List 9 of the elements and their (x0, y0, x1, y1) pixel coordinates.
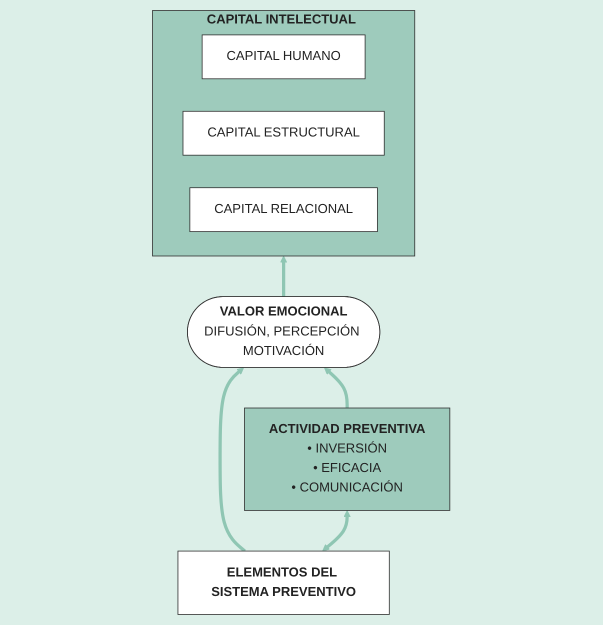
arrow (322, 510, 352, 552)
node-box: ELEMENTOS DEL SISTEMA PREVENTIVO (178, 550, 390, 615)
node-box: CAPITAL RELACIONAL (190, 187, 378, 232)
arrow (280, 256, 288, 297)
node-box: ACTIVIDAD PREVENTIVA • INVERSIÓN • EFICACIA • COMUNICACIÓN (244, 408, 451, 511)
arrow (218, 367, 246, 552)
arrow (324, 367, 350, 408)
node-box: CAPITAL ESTRUCTURAL (182, 110, 385, 156)
node-box: CAPITAL HUMANO (202, 34, 366, 80)
